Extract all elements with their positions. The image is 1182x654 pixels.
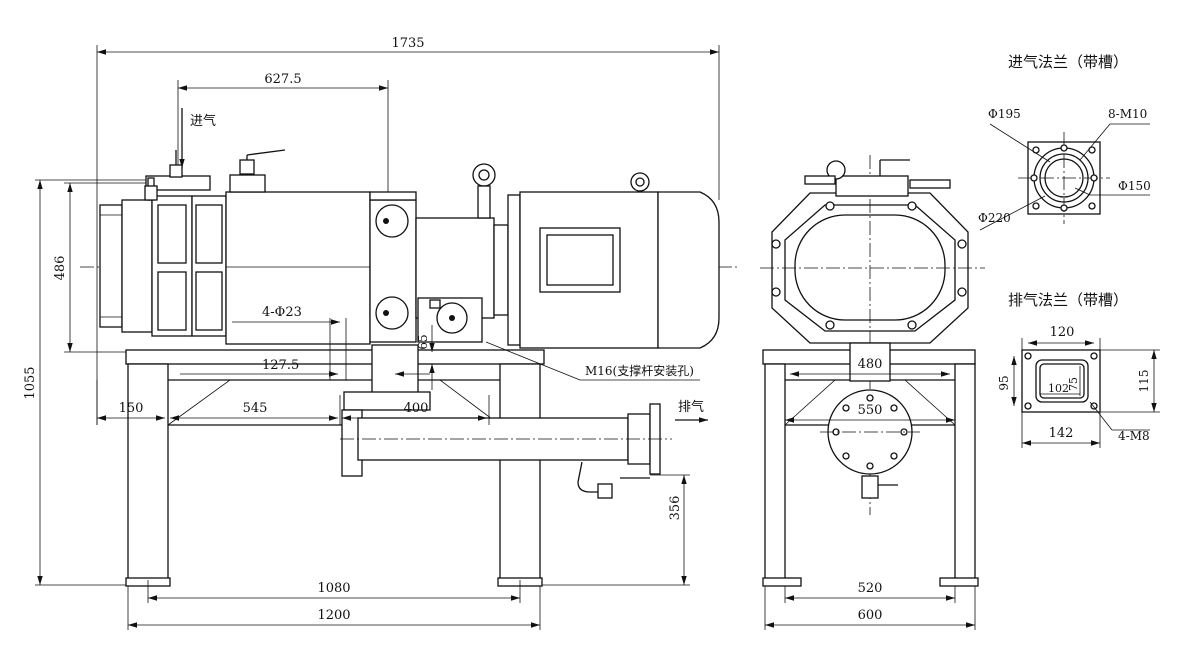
dim-d1200: 1200 (317, 608, 350, 623)
inlet-label: 进气 (190, 113, 216, 129)
dim-d480: 480 (858, 357, 883, 372)
dim-d600: 600 (858, 608, 883, 623)
exhaust-flange-h95: 95 (997, 375, 1011, 390)
dim-d400: 400 (404, 401, 429, 416)
exhaust-flange-w142: 142 (1049, 426, 1074, 441)
support-note: M16(支撑杆安装孔) (585, 363, 694, 378)
dim-h356: 356 (668, 496, 683, 521)
exhaust-flange-w120: 120 (1050, 325, 1075, 340)
dim-d545: 545 (243, 401, 268, 416)
exhaust-flange-detail: 排气法兰（带槽） 120 95 102 75 115 142 4-M8 (997, 291, 1160, 448)
inlet-flange-bolts: 8-M10 (1108, 107, 1147, 121)
inlet-flange-pcd: Φ220 (978, 211, 1011, 225)
exhaust-label: 排气 (678, 399, 704, 415)
exhaust-flange-h115: 115 (1137, 370, 1151, 393)
dim-inlet-offset: 627.5 (264, 72, 301, 87)
exhaust-flange-bolts: 4-M8 (1118, 429, 1150, 443)
front-view: 1735 627.5 进气 486 1055 (23, 36, 740, 630)
dim-d1080: 1080 (317, 581, 350, 596)
inlet-flange-title: 进气法兰（带槽） (1008, 53, 1128, 71)
dim-offset-127: 127.5 (262, 358, 299, 373)
side-view: 480 550 520 600 (760, 155, 985, 630)
exhaust-flange-title: 排气法兰（带槽） (1008, 291, 1128, 309)
dim-d520: 520 (858, 581, 883, 596)
dim-d550: 550 (858, 403, 883, 418)
dim-h65: 65 (416, 334, 430, 349)
inlet-flange-bore: Φ150 (1118, 179, 1151, 193)
dim-flange-height: 486 (53, 256, 68, 281)
dim-holes: 4-Φ23 (262, 305, 302, 320)
exhaust-flange-inner-w: 102 (1048, 382, 1069, 395)
dim-d150: 150 (119, 401, 144, 416)
inlet-flange-detail: 进气法兰（带槽） Φ195 8-M10 Φ220 Φ150 (978, 53, 1151, 231)
dim-overall-height: 1055 (23, 366, 38, 399)
exhaust-flange-inner-h: 75 (1067, 377, 1080, 391)
inlet-flange-outer: Φ195 (988, 107, 1021, 121)
dim-overall-length: 1735 (391, 36, 424, 51)
